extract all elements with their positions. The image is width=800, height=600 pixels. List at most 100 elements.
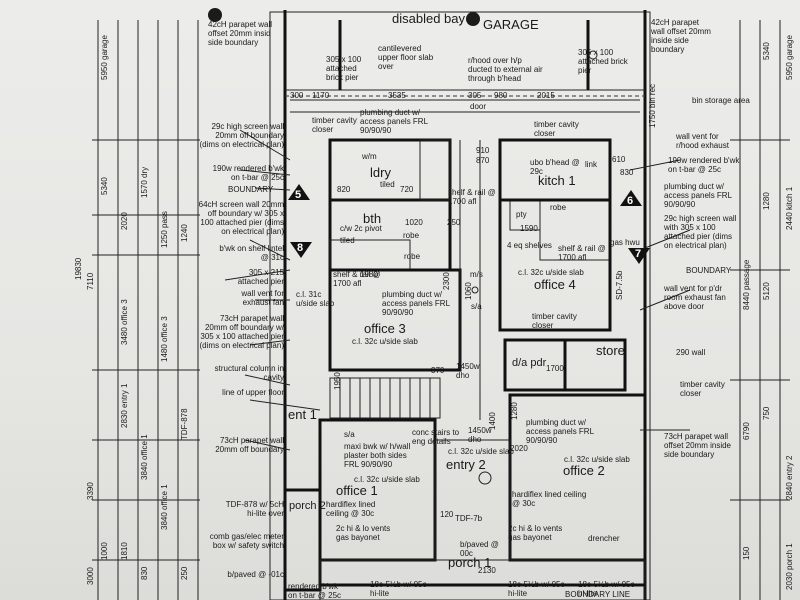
note-hardiflex-office1: hardiflex lined ceiling @ 30c (326, 500, 376, 518)
dim-top-3: 305 (468, 91, 482, 100)
dim-mid-11: 1980 (360, 270, 378, 279)
note-robe-bth: robe (403, 231, 420, 240)
note-pier-left: 305 x 100 attached brick pier (326, 55, 362, 82)
section-marker-7-label: 7 (635, 248, 642, 260)
note-hardiflex-office2: hardiflex lined ceiling @ 30c (512, 490, 587, 508)
note-gas-bayonet-right: 2c hi & lo vents gas bayonet (508, 524, 563, 542)
note-tdf-878: TDF-878 w/ 5cH hi-lite over (225, 500, 284, 518)
room-office-4: office 4 (534, 277, 576, 292)
note-shelf-rail-office4: shelf & rail @ 1700 afl (558, 244, 606, 262)
dim-left-16: 19830 (74, 257, 83, 280)
room-office-1: office 1 (336, 483, 378, 498)
note-plumbing-right: plumbing duct w/ access panels FRL 90/90… (664, 182, 732, 209)
note-gas-bayonet-left: 2c hi & lo vents gas bayonet (336, 524, 391, 542)
room-garage: GARAGE (483, 17, 539, 32)
section-marker-8-label: 8 (297, 242, 304, 254)
note-line-upper: line of upper floor (222, 388, 284, 397)
dim-left-0: 5950 garage (100, 35, 109, 80)
dim-left-2: 2020 (120, 212, 129, 230)
note-robe-office3: robe (404, 252, 421, 261)
note-door: door (470, 102, 487, 111)
note-sd: SD-7.5b (615, 270, 624, 300)
section-marker-5-label: 5 (295, 189, 302, 201)
note-wall-vent-pdr: wall vent for p'dr room exhaust fan abov… (664, 284, 726, 311)
dim-left-3: 1570 dry (140, 166, 149, 198)
note-shelf-rail-office3: shelf & rail @ 1700 afl (333, 270, 381, 288)
dim-right-10: 150 (742, 546, 751, 560)
note-plumbing-duct-office2: plumbing duct w/ access panels FRL 90/90… (526, 418, 594, 445)
section-marker-6[interactable] (620, 190, 642, 206)
dim-mid-8: 910 (476, 146, 490, 155)
dim-left-15: 250 (180, 566, 189, 580)
note-rendered-bottom: rendered b'wk on t-bar @ 25c (288, 582, 342, 600)
dim-right-4: 8440 passage (742, 259, 751, 310)
dim-left-4: 1250 pass (160, 211, 169, 248)
section-marker-8[interactable] (290, 242, 312, 258)
note-parapet-73-right: 73cH parapet wall offset 20mm inside sid… (664, 432, 731, 459)
dim-mid-14: 1400 (488, 412, 497, 430)
section-marker-5[interactable] (288, 184, 310, 200)
dim-left-12: 1000 (100, 542, 109, 560)
dim-top-0: 300 (290, 91, 304, 100)
note-blpaved-00: b/paved @ 00c (460, 540, 499, 558)
note-pier-215: 305 x 215 attached pier (237, 268, 284, 286)
note-pier-right: 305 x 100 attached brick pier (578, 48, 628, 75)
note-ms: m/s (470, 270, 483, 279)
note-rendered-left: 190w rendered b'wk on t-bar @ 25c (212, 164, 284, 182)
dim-mid-18: 1700 (546, 364, 564, 373)
dim-mid-3: 250 (447, 218, 461, 227)
note-drencher: drencher (588, 534, 620, 543)
note-cl-32c-office1: c.l. 32c u/side slab (354, 475, 420, 484)
dim-right-7: 2030 porch 1 (785, 543, 794, 590)
note-boundary-right: BOUNDARY (686, 266, 732, 275)
room-kitch: kitch 1 (538, 173, 576, 188)
note-comb-gas: comb gas/elec meter box w/ safety switch (209, 532, 284, 550)
note-parapet-top-left: 42cH parapet wall offset 20mm insid side… (208, 20, 273, 47)
room-dapdr: d/a pdr (512, 357, 547, 369)
dim-top-6: 1750 bin rec (648, 83, 657, 128)
dim-right-1: 5340 (762, 42, 771, 60)
section-marker-7[interactable] (628, 248, 650, 264)
note-parapet-73-lower: 73cH parapet wall 20mm off boundary (215, 436, 284, 454)
note-timber-closer-office4: timber cavity closer (532, 312, 577, 330)
dim-right-0: 5950 garage (785, 35, 794, 80)
room-bth: bth (363, 211, 382, 226)
note-bin-storage: bin storage area (692, 96, 750, 105)
punch-hole-right (466, 12, 480, 26)
note-wall-1450-entry: 1450w dho (468, 426, 492, 444)
note-bwk-shelf: b'wk on shelf lintel @ 31c (219, 244, 284, 262)
note-tiled-ldry: tiled (380, 180, 395, 189)
dim-right-5: 5120 (762, 282, 771, 300)
room-entry-2: entry 2 (446, 457, 486, 472)
note-maxi-bwk: maxi bwk w/ h/wall plaster both sides FR… (344, 442, 411, 469)
note-tdf-7b: TDF-7b (455, 514, 483, 523)
dim-right-6: 2840 entry 2 (785, 455, 794, 500)
dim-left-19: 3000 (86, 567, 95, 585)
dim-right-9: 750 (762, 406, 771, 420)
note-parapet-73-left: 73cH parapet wall 20mm off boundary w/ 3… (199, 314, 284, 350)
note-parapet-top-right: 42cH parapet wall offset 20mm inside sid… (651, 18, 711, 54)
dim-right-3: 1280 (762, 192, 771, 210)
dim-mid-1: 720 (400, 185, 414, 194)
note-hi-lite-right: 18c-5½b w/ 05c hi-lite (578, 580, 635, 598)
dim-mid-6: 1590 (520, 224, 538, 233)
dim-right-8: 6790 (742, 422, 751, 440)
room-ldry: ldry (370, 165, 391, 180)
note-shelf-rail: shelf & rail @ 1700 afl (448, 188, 496, 206)
note-wall-1450: 1450w dho (456, 362, 480, 380)
note-wall-vent: wall vent for exhaust fan (241, 289, 284, 307)
note-cantilevered: cantilevered upper floor slab over (378, 44, 434, 71)
dim-mid-17: 120 (440, 510, 454, 519)
dim-mid-10: 610 (612, 155, 626, 164)
dim-left-8: 2830 entry 1 (120, 383, 129, 428)
dim-left-1: 5340 (100, 177, 109, 195)
dim-left-10: TDF-878 (180, 408, 189, 440)
note-screen-wall-64: 64cH screen wall 20mm off boundary w/ 30… (198, 200, 284, 236)
dim-top-5: 2015 (537, 91, 555, 100)
dim-mid-16: 2020 (510, 444, 528, 453)
note-blpaved: b/paved @ -01c (227, 570, 284, 579)
note-wall-290: 290 wall (676, 348, 706, 357)
note-cl-32c-office4: c.l. 32c u/side slab (518, 268, 584, 277)
